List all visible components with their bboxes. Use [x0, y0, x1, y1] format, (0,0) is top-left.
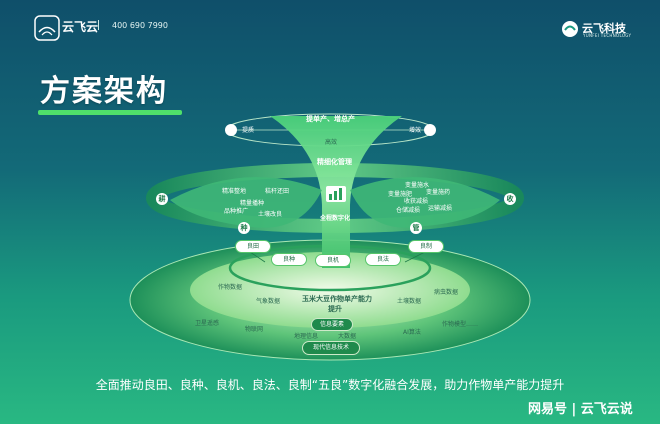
full-digital-label: 全程数字化	[320, 215, 351, 222]
left-lens	[170, 177, 322, 228]
ring-right-bottom-marker: 管	[410, 222, 422, 234]
top-right-marker	[424, 124, 436, 136]
pill-liangzhi: 良制	[408, 240, 444, 253]
ring-left-marker: 耕	[156, 193, 168, 205]
connector-left	[249, 251, 266, 263]
outer-item: 卫星遥感	[195, 320, 220, 327]
right-item: 仓储减损	[396, 207, 421, 214]
left-item: 精量播种	[240, 200, 265, 207]
pill-liangzhong: 良种	[271, 253, 307, 266]
connector-right	[404, 251, 426, 263]
mid-item: 气象数据	[256, 298, 281, 305]
mid-item: 作物数据	[218, 284, 243, 291]
outer-item: 作物模型……	[442, 321, 479, 328]
pill-liangji: 良机	[315, 254, 351, 267]
ring-left-bottom-marker: 种	[238, 222, 250, 234]
title-underline	[38, 110, 182, 115]
bar-chart-icon	[326, 186, 346, 202]
right-item: 变量施药	[426, 189, 451, 196]
bottom-caption: 全面推动良田、良种、良机、良法、良制“五良”数字化融合发展，助力作物单产能力提升	[95, 378, 565, 392]
yunfeiyun-logo-icon	[34, 15, 60, 41]
fine-management-label: 精细化管理	[317, 158, 352, 166]
left-item: 品种推广	[224, 208, 249, 215]
outer-item: 地理信息	[294, 333, 319, 340]
page-title: 方案架构	[40, 74, 168, 109]
header-divider	[98, 20, 99, 30]
pill-liangtian: 良田	[235, 240, 271, 253]
right-brand-name: 云飞科技	[582, 22, 626, 35]
right-brand-sub: YUNFEI TECHNOLOGY	[583, 33, 632, 38]
left-item: 土壤改良	[258, 211, 283, 218]
phone-number: 400 690 7990	[112, 21, 168, 30]
top-sub-label: 高效	[325, 139, 338, 146]
right-lens	[350, 177, 500, 228]
core-subtitle: 提升	[328, 305, 342, 313]
top-left-marker	[225, 124, 237, 136]
right-item: 变量施肥	[388, 191, 413, 198]
right-item: 变量施水	[405, 182, 430, 189]
core-title: 玉米大豆作物单产能力	[302, 295, 372, 303]
outer-item: 物联网	[245, 326, 264, 333]
left-item: 秸秆还田	[265, 188, 290, 195]
right-item: 收获减损	[404, 198, 429, 205]
left-item: 精准整地	[222, 188, 247, 195]
top-left-label: 提质	[242, 127, 255, 134]
ring-right-marker: 收	[504, 193, 516, 205]
modern-tech-badge: 现代信息技术	[302, 341, 360, 355]
brand-name: 云飞云	[62, 20, 99, 34]
pill-liangfa: 良法	[365, 253, 401, 266]
top-right-label: 增效	[409, 127, 422, 134]
mid-item: 土壤数据	[397, 298, 422, 305]
top-goal-label: 提单产、增总产	[306, 115, 355, 123]
info-elements-badge: 信息要素	[311, 318, 353, 331]
yunfei-tech-logo-icon	[562, 21, 578, 37]
watermark: 网易号 | 云飞云说	[528, 402, 633, 417]
mid-item: 病虫数据	[434, 289, 459, 296]
outer-item: AI算法	[403, 329, 421, 336]
right-item: 运输减损	[428, 205, 453, 212]
outer-item: 大数据	[338, 333, 357, 340]
